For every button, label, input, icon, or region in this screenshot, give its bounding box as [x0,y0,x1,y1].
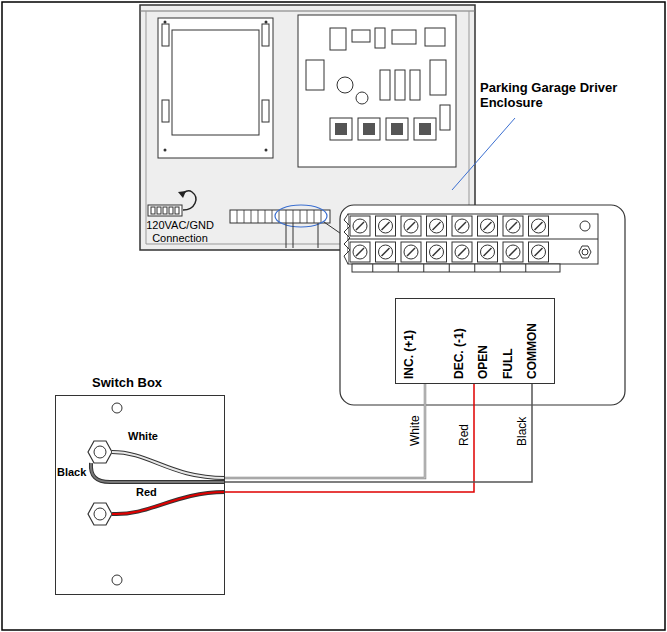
wire-color: Red [136,486,157,499]
terminal-name: COMMON [525,323,539,379]
terminal-label-box: INC. (+1) DEC. (-1) OPEN FULL COMMON [395,298,555,384]
power-label: 120VAC/GND Connection [140,219,220,245]
terminal-name: OPEN [476,345,490,379]
wire-label: White [409,415,422,446]
wire [225,384,425,478]
enclosure-label: Parking Garage Driver Enclosure [480,80,620,110]
wire-color: White [128,430,158,443]
wire [225,384,532,482]
terminal-block-zoom [340,205,625,405]
leader-line [452,118,515,190]
wire-label: Black [516,417,529,446]
terminal-name: INC. (+1) [402,330,416,379]
switch-plate [88,403,225,585]
wire-color: Black [57,466,86,479]
terminal-name: FULL [501,348,515,379]
wire-label: Red [458,424,471,446]
terminal-name: DEC. (-1) [452,328,466,379]
wire [225,384,474,492]
box-heading: Switch Box [92,375,162,390]
